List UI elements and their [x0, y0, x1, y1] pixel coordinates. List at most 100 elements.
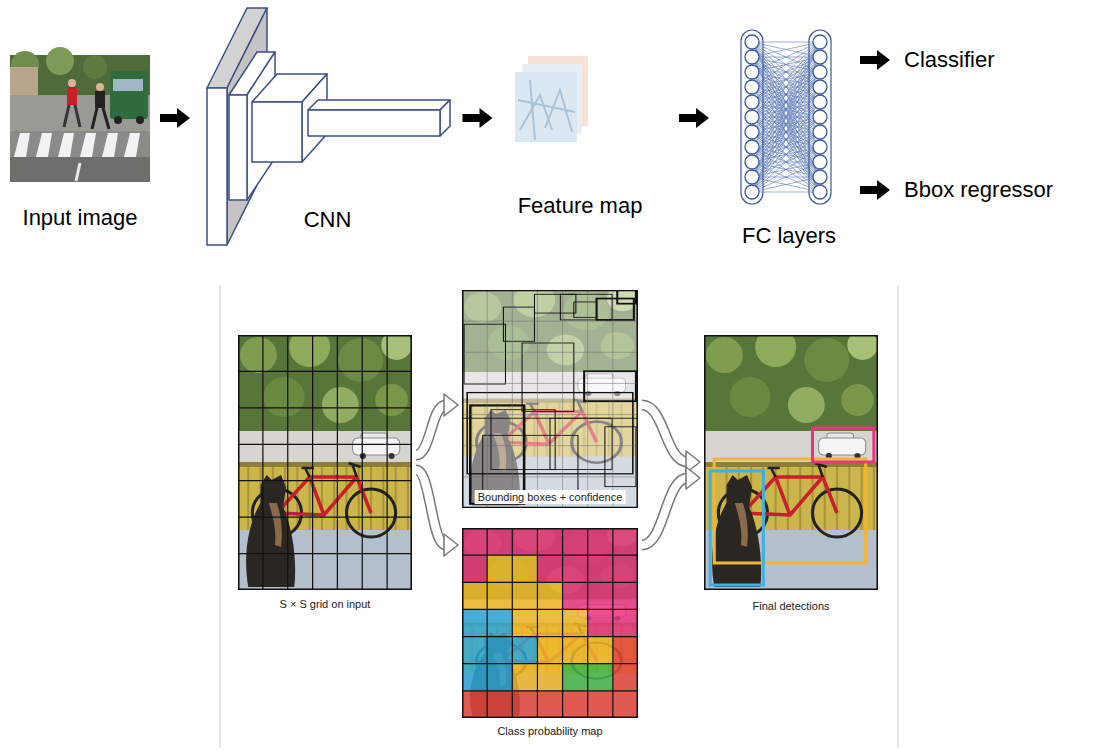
fc-weight	[752, 192, 820, 193]
flow-arrow	[416, 470, 458, 556]
fc-neuron	[745, 185, 759, 199]
fc-weight	[752, 57, 820, 192]
fc-weight	[752, 42, 820, 72]
fc-weight	[752, 42, 820, 57]
fc-neuron	[745, 80, 759, 94]
detection-image	[704, 327, 878, 590]
fc-weight	[752, 42, 820, 102]
fc-weight	[752, 42, 820, 57]
fc-weight	[752, 117, 820, 192]
caption-text: FC layers	[742, 223, 836, 249]
output-label: Bbox regressor	[900, 177, 1057, 203]
fc-weight	[752, 117, 820, 192]
class-map	[462, 522, 638, 718]
fc-weight	[752, 87, 820, 192]
feature-map-stack	[515, 56, 588, 142]
fc-neuron	[813, 65, 827, 79]
flow-arrow	[642, 467, 700, 545]
input-image-panel: Input image	[10, 40, 150, 235]
fc-column	[809, 30, 831, 204]
fc-neuron	[813, 125, 827, 139]
fc-weight	[752, 42, 820, 117]
fc-weight	[752, 42, 820, 43]
fc-weight	[752, 177, 820, 192]
fc-weight	[752, 132, 820, 192]
fc-neuron	[745, 110, 759, 124]
fc-neuron	[745, 65, 759, 79]
fc-weight	[752, 162, 820, 192]
fc-neuron	[813, 185, 827, 199]
fc-weight	[752, 57, 820, 192]
caption-text: Bounding boxes + confidence	[475, 490, 626, 504]
caption-text: S × S grid on input	[280, 597, 371, 611]
flow-arrow	[642, 405, 700, 473]
flow-arrow	[416, 394, 458, 455]
fc-neuron	[745, 140, 759, 154]
fc-weight	[752, 42, 820, 132]
flow-arrow	[860, 180, 890, 200]
fc-neuron	[745, 95, 759, 109]
fc-neuron	[745, 50, 759, 64]
fc-weight	[752, 42, 820, 102]
fc-weight	[752, 42, 820, 162]
caption-text: Input image	[23, 205, 138, 231]
fc-weight	[752, 42, 820, 117]
fc-neuron	[813, 140, 827, 154]
fc-weight	[752, 102, 820, 192]
fc-network	[741, 30, 831, 204]
fc-neuron	[745, 125, 759, 139]
fc-neuron	[813, 110, 827, 124]
fc-neuron	[813, 170, 827, 184]
detection-panel: Final detections	[704, 335, 878, 615]
fc-neuron	[813, 50, 827, 64]
fc-neuron	[813, 35, 827, 49]
fc-weight	[752, 42, 820, 72]
bbox-image	[462, 283, 638, 508]
flow-arrow	[679, 108, 709, 128]
fc-weight	[752, 42, 820, 132]
fc-weight	[752, 42, 820, 192]
fc-weight	[752, 132, 820, 192]
flow-arrow	[160, 108, 190, 128]
fc-layers-panel: FC layers	[728, 25, 850, 250]
fc-weight	[752, 72, 820, 192]
fc-weight	[752, 42, 820, 162]
grid-image	[238, 327, 412, 590]
feature-map-panel: Feature map	[500, 40, 660, 225]
fc-column	[741, 30, 763, 204]
fc-weight	[752, 162, 820, 192]
bbox-panel: Bounding boxes + confidence	[462, 290, 638, 508]
flow-arrow	[860, 50, 890, 70]
caption-text: Feature map	[518, 193, 643, 219]
fc-weight	[752, 42, 820, 147]
fc-neuron	[813, 95, 827, 109]
grid-panel: S × S grid on input	[238, 335, 412, 615]
fc-weight	[752, 102, 820, 192]
class-map-panel: Class probability map	[462, 528, 638, 746]
street-photo	[10, 47, 150, 182]
flow-arrow	[463, 108, 493, 128]
caption-text: Final detections	[752, 599, 829, 613]
fc-weight	[752, 42, 820, 177]
caption-text: Bbox regressor	[904, 177, 1053, 203]
fc-weight	[752, 147, 820, 192]
caption-text: Classifier	[904, 47, 994, 73]
fc-weight	[752, 42, 820, 192]
fc-neuron	[745, 170, 759, 184]
fc-weight	[752, 87, 820, 192]
fc-neuron	[813, 155, 827, 169]
fc-neuron	[745, 35, 759, 49]
fc-weight	[752, 177, 820, 192]
output-label: Classifier	[900, 47, 998, 73]
cnn-panel: CNN	[200, 5, 455, 245]
fc-weight	[752, 72, 820, 192]
fc-weight	[752, 42, 820, 147]
cnn-blocks	[207, 8, 450, 245]
caption-text: CNN	[304, 207, 352, 233]
fc-neuron	[745, 155, 759, 169]
fc-neuron	[813, 80, 827, 94]
fc-weight	[752, 42, 820, 177]
